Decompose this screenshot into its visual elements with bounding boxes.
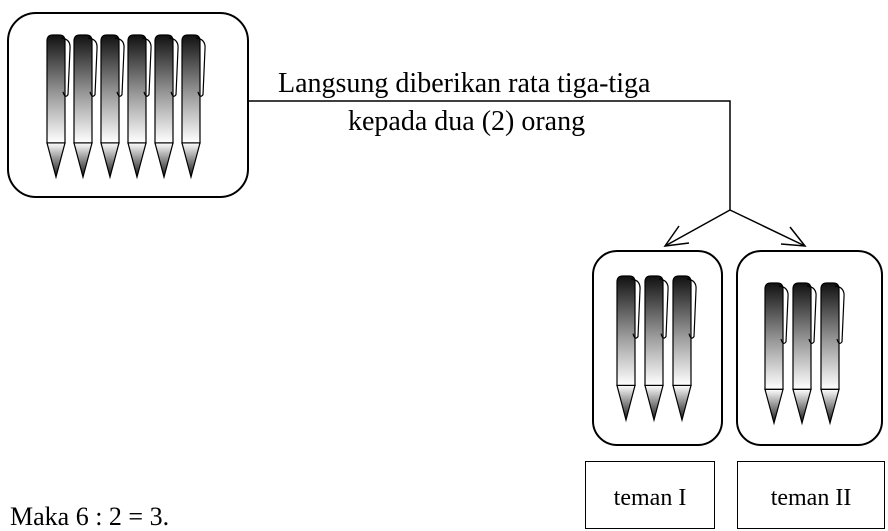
arrow-right-shaft <box>729 209 806 247</box>
recipient-label-1: teman I <box>585 461 715 529</box>
pen-icon <box>764 282 789 426</box>
pen-icon <box>644 275 669 423</box>
pen-icon <box>792 282 817 426</box>
pen-icon <box>672 275 697 423</box>
recipient-pens-2 <box>764 282 845 426</box>
pen-icon <box>127 34 152 180</box>
caption-line-1: Langsung diberikan rata tiga-tiga <box>278 68 651 99</box>
pen-icon <box>46 34 71 180</box>
connector-line <box>248 100 731 210</box>
arrow-head-icon <box>663 225 690 247</box>
pen-icon <box>100 34 125 180</box>
pen-icon <box>820 282 845 426</box>
pen-icon <box>73 34 98 180</box>
recipient-pens-1 <box>616 275 697 423</box>
source-pens <box>46 34 206 180</box>
pen-icon <box>181 34 206 180</box>
arrow-head-icon <box>780 226 807 247</box>
split-arrows <box>663 209 807 247</box>
pen-icon <box>616 275 641 423</box>
arrow-left-shaft <box>664 209 731 247</box>
caption-line-2: kepada dua (2) orang <box>348 106 586 137</box>
conclusion-text: Maka 6 : 2 = 3. <box>10 502 170 531</box>
recipient-label-2: teman II <box>737 461 885 529</box>
pen-icon <box>154 34 179 180</box>
